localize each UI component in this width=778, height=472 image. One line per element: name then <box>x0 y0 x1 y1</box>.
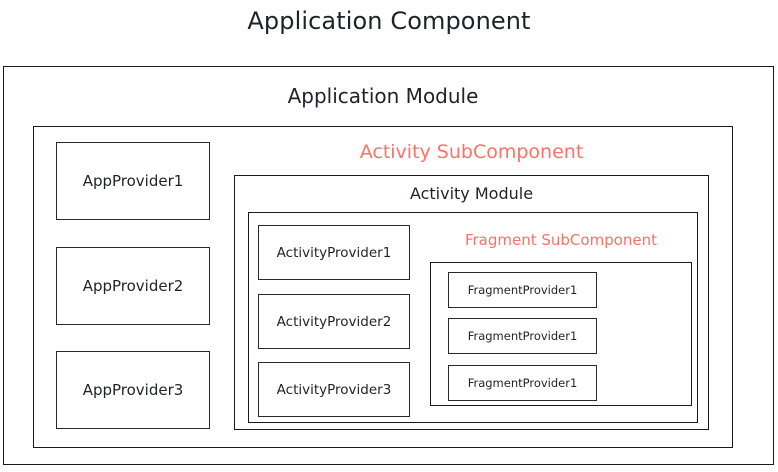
activity-provider-label: ActivityProvider1 <box>276 244 392 261</box>
fragment-provider-box: FragmentProvider1 <box>448 318 597 354</box>
activity-provider-box: ActivityProvider1 <box>258 225 410 280</box>
app-provider-box: AppProvider1 <box>56 142 210 220</box>
fragment-subcomponent-container <box>430 262 692 406</box>
app-provider-label: AppProvider2 <box>82 277 184 295</box>
fragment-provider-label: FragmentProvider1 <box>467 376 578 390</box>
app-provider-label: AppProvider1 <box>82 172 184 190</box>
application-module-label: Application Module <box>287 84 479 108</box>
diagram-title-application-component: Application Component <box>247 7 531 35</box>
app-provider-label: AppProvider3 <box>82 381 184 399</box>
application-module-container <box>33 126 733 448</box>
fragment-provider-box: FragmentProvider1 <box>448 365 597 401</box>
activity-provider-label: ActivityProvider2 <box>276 313 392 330</box>
activity-module-label: Activity Module <box>409 184 534 203</box>
fragment-provider-label: FragmentProvider1 <box>467 283 578 297</box>
app-provider-box: AppProvider3 <box>56 351 210 429</box>
activity-provider-label: ActivityProvider3 <box>276 381 392 398</box>
fragment-subcomponent-label: Fragment SubComponent <box>464 231 658 249</box>
fragment-provider-label: FragmentProvider1 <box>467 329 578 343</box>
fragment-provider-box: FragmentProvider1 <box>448 272 597 308</box>
activity-provider-box: ActivityProvider2 <box>258 294 410 349</box>
activity-module-container <box>248 212 698 423</box>
application-component-container <box>3 66 774 465</box>
activity-subcomponent-label: Activity SubComponent <box>359 141 584 163</box>
activity-provider-box: ActivityProvider3 <box>258 362 410 417</box>
app-provider-box: AppProvider2 <box>56 247 210 325</box>
activity-subcomponent-container <box>234 175 709 430</box>
